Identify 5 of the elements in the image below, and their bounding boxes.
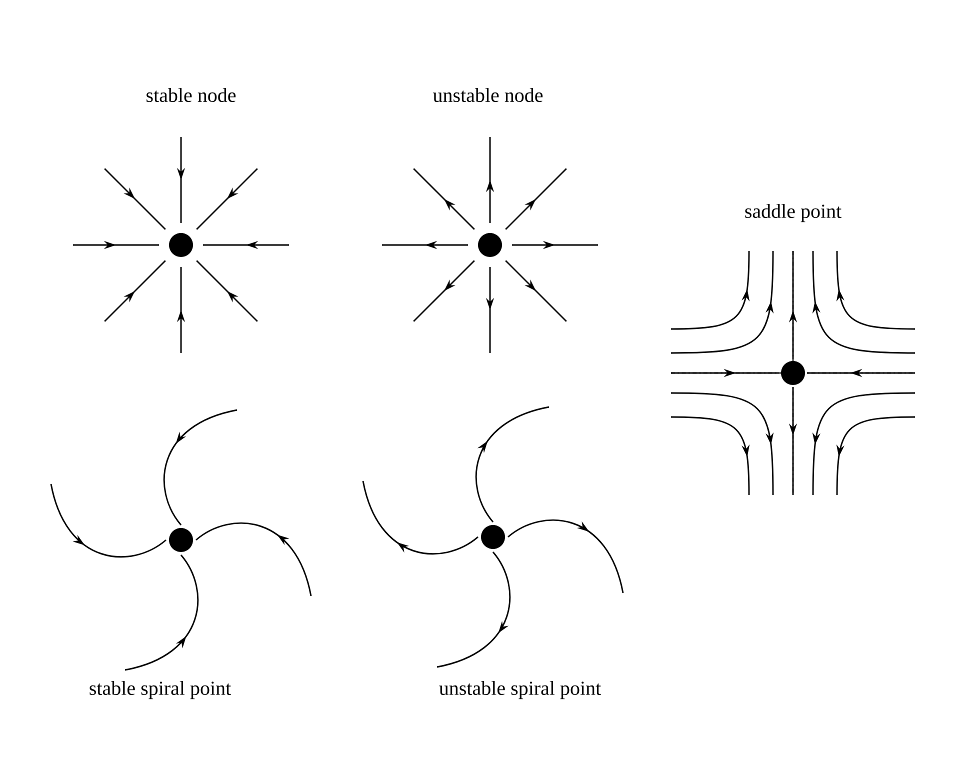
panel-label: unstable spiral point [439, 680, 601, 700]
panel-label: unstable node [433, 88, 543, 102]
panel-label: stable node [146, 88, 236, 102]
panel-label: stable spiral point [90, 680, 231, 700]
panel-label: saddle point [745, 204, 842, 222]
